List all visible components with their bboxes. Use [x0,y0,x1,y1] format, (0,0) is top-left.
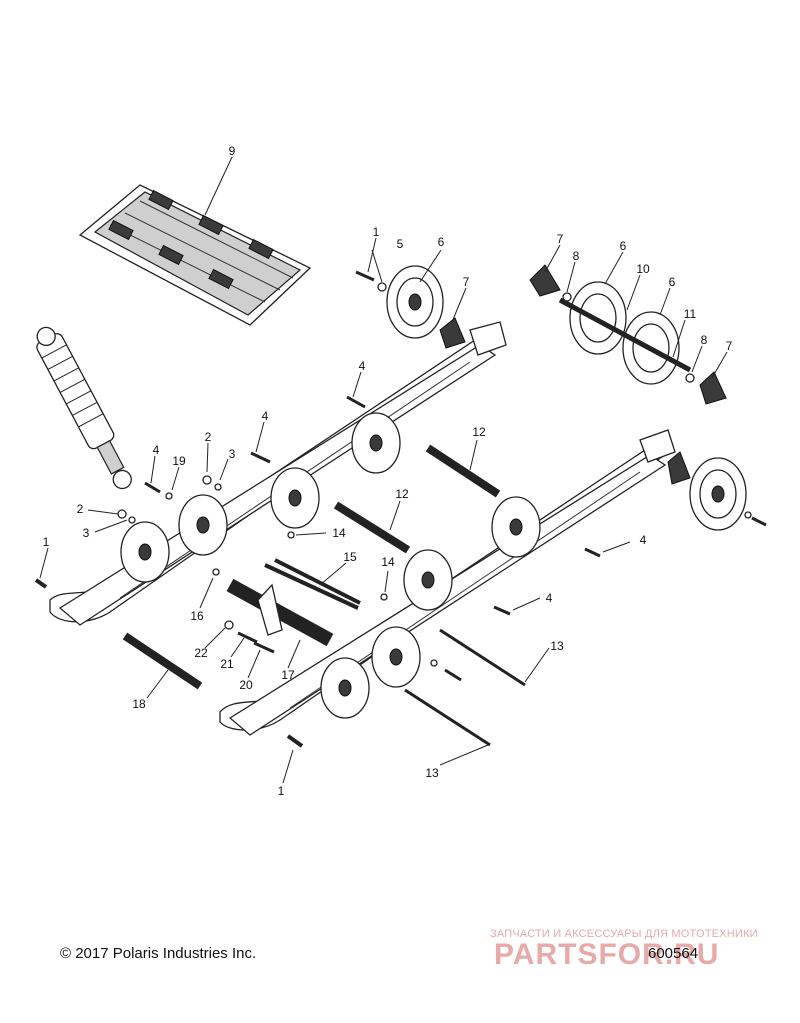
callout-7: 7 [557,232,564,246]
callout-6: 6 [438,235,445,249]
callout-14: 14 [381,555,395,569]
fastener-group [34,270,767,748]
callout-4: 4 [640,533,647,547]
callout-2: 2 [205,430,212,444]
callout-1: 1 [43,535,50,549]
callout-4: 4 [153,443,160,457]
callout-4: 4 [262,409,269,423]
long-bolt-group [404,628,526,747]
wheel-cap-group [439,264,727,485]
shock-absorber [36,326,132,490]
idler-wheel-group [120,265,747,719]
callout-8: 8 [573,249,580,263]
callout-5: 5 [397,237,404,251]
callout-1: 1 [373,225,380,239]
callout-2: 2 [77,502,84,516]
callout-12: 12 [395,487,409,501]
callout-6: 6 [620,239,627,253]
track-segment [78,184,312,326]
watermark-brand: PARTSFOR.RU [494,938,720,971]
callout-4: 4 [546,591,553,605]
callout-9: 9 [229,144,236,158]
callout-21: 21 [220,657,234,671]
callout-1: 1 [278,784,285,798]
callout-6: 6 [669,275,676,289]
rear-arm-assembly [226,558,361,647]
callout-7: 7 [463,275,470,289]
diagram-id: 600564 [648,945,699,962]
callout-14: 14 [332,526,346,540]
callout-16: 16 [190,609,204,623]
callout-3: 3 [229,447,236,461]
callout-18: 18 [132,697,146,711]
callout-11: 11 [684,307,697,321]
callout-12: 12 [472,425,486,439]
callout-labels: 1 1 1 2 2 3 3 4 4 4 4 4 5 6 6 6 7 7 7 8 … [43,144,733,798]
leader-lines [39,156,728,784]
callout-20: 20 [239,678,253,692]
callout-22: 22 [194,646,208,660]
callout-10: 10 [636,262,650,276]
callout-19: 19 [172,454,186,468]
watermark-caption: ЗАПЧАСТИ И АКСЕССУАРЫ ДЛЯ МОТОТЕХНИКИ [490,928,758,940]
rod-shaft-group [122,444,501,690]
copyright-notice: © 2017 Polaris Industries Inc. [60,945,257,962]
callout-8: 8 [701,333,708,347]
callout-15: 15 [343,550,357,564]
callout-3: 3 [83,526,90,540]
callout-13: 13 [425,766,439,780]
callout-7: 7 [726,339,733,353]
callout-17: 17 [281,668,295,682]
callout-13: 13 [550,639,564,653]
callout-4: 4 [359,359,366,373]
